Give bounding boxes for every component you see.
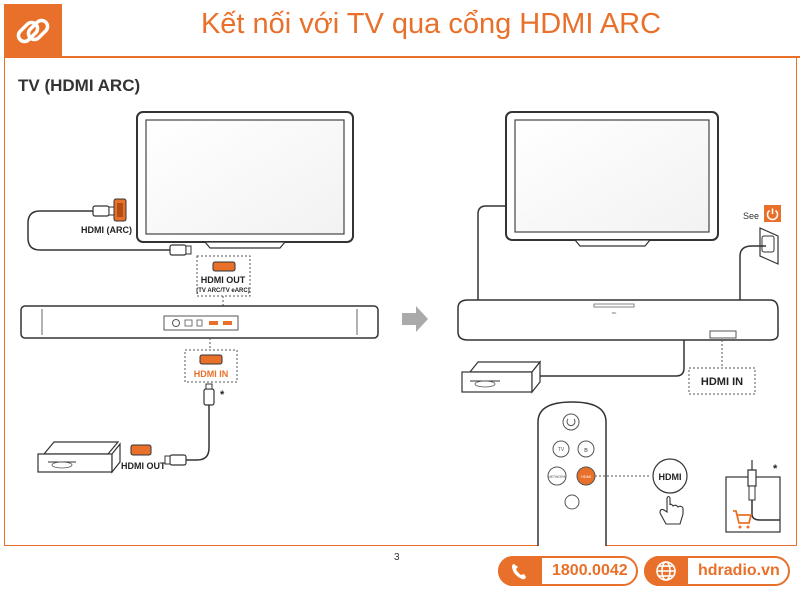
hdmi-out-label: HDMI OUT bbox=[201, 275, 246, 285]
website-url: hdradio.vn bbox=[698, 562, 780, 579]
pointing-hand-icon bbox=[659, 495, 684, 525]
svg-text:JBL: JBL bbox=[611, 311, 617, 315]
header-underline bbox=[62, 56, 800, 58]
next-step-arrow-icon bbox=[402, 306, 428, 332]
left-cable-top bbox=[27, 210, 170, 251]
left-tv bbox=[136, 111, 354, 249]
cable-asterisk: * bbox=[220, 389, 225, 401]
website-link[interactable]: hdradio.vn bbox=[644, 556, 790, 586]
phone-contact-link[interactable]: 1800.0042 bbox=[498, 556, 638, 586]
power-icon bbox=[764, 205, 781, 222]
left-cable-bottom bbox=[164, 383, 215, 466]
hdmi-out-port-icon bbox=[212, 261, 236, 272]
remote-tv-button-label: TV bbox=[558, 447, 565, 453]
see-label: See bbox=[743, 211, 759, 221]
right-media-player bbox=[461, 360, 542, 394]
hdmi-in-port-icon bbox=[199, 354, 223, 365]
tv-hdmi-arc-port-icon bbox=[113, 198, 127, 222]
left-soundbar bbox=[20, 305, 379, 339]
right-hdmi-in-callout bbox=[688, 367, 756, 395]
player-to-soundbar-cable bbox=[540, 340, 685, 377]
right-hdmi-in-label: HDMI IN bbox=[701, 376, 743, 388]
right-tv bbox=[505, 111, 719, 247]
wall-outlet bbox=[739, 227, 779, 272]
right-soundbar: JBL bbox=[457, 299, 779, 341]
content-frame bbox=[4, 58, 797, 546]
globe-icon bbox=[644, 556, 688, 586]
hdmi-in-label: HDMI IN bbox=[194, 369, 229, 379]
hdmi-callout-label: HDMI bbox=[659, 472, 682, 482]
cable-purchase-asterisk: * bbox=[773, 463, 778, 475]
tv-to-soundbar-cable bbox=[477, 205, 506, 300]
page-header: Kết nối với TV qua cổng HDMI ARC bbox=[0, 0, 800, 58]
phone-number: 1800.0042 bbox=[552, 562, 628, 579]
remote-bt-button-label: ʙ bbox=[584, 447, 588, 454]
tv-port-label: HDMI (ARC) bbox=[81, 225, 132, 235]
hdmi-out-sublabel: (TV ARC/TV eARC) bbox=[196, 288, 249, 294]
player-hdmi-port-icon bbox=[130, 444, 152, 456]
remote-other-button-label: NETWORK bbox=[548, 475, 567, 479]
hdmi-button-callout bbox=[652, 458, 688, 494]
section-title: TV (HDMI ARC) bbox=[18, 76, 141, 95]
page-number: 3 bbox=[394, 552, 400, 563]
page-title: Kết nối với TV qua cổng HDMI ARC bbox=[200, 8, 662, 40]
player-out-label: HDMI OUT bbox=[121, 461, 166, 471]
cable-purchase-icon bbox=[725, 460, 781, 533]
left-media-player bbox=[37, 441, 121, 474]
cable-plug-icon bbox=[92, 205, 192, 256]
remote-control: TV ʙ NETWORK HDMI bbox=[537, 401, 607, 546]
link-icon bbox=[4, 4, 62, 58]
phone-icon bbox=[498, 556, 542, 586]
remote-hdmi-button-label: HDMI bbox=[581, 474, 591, 479]
